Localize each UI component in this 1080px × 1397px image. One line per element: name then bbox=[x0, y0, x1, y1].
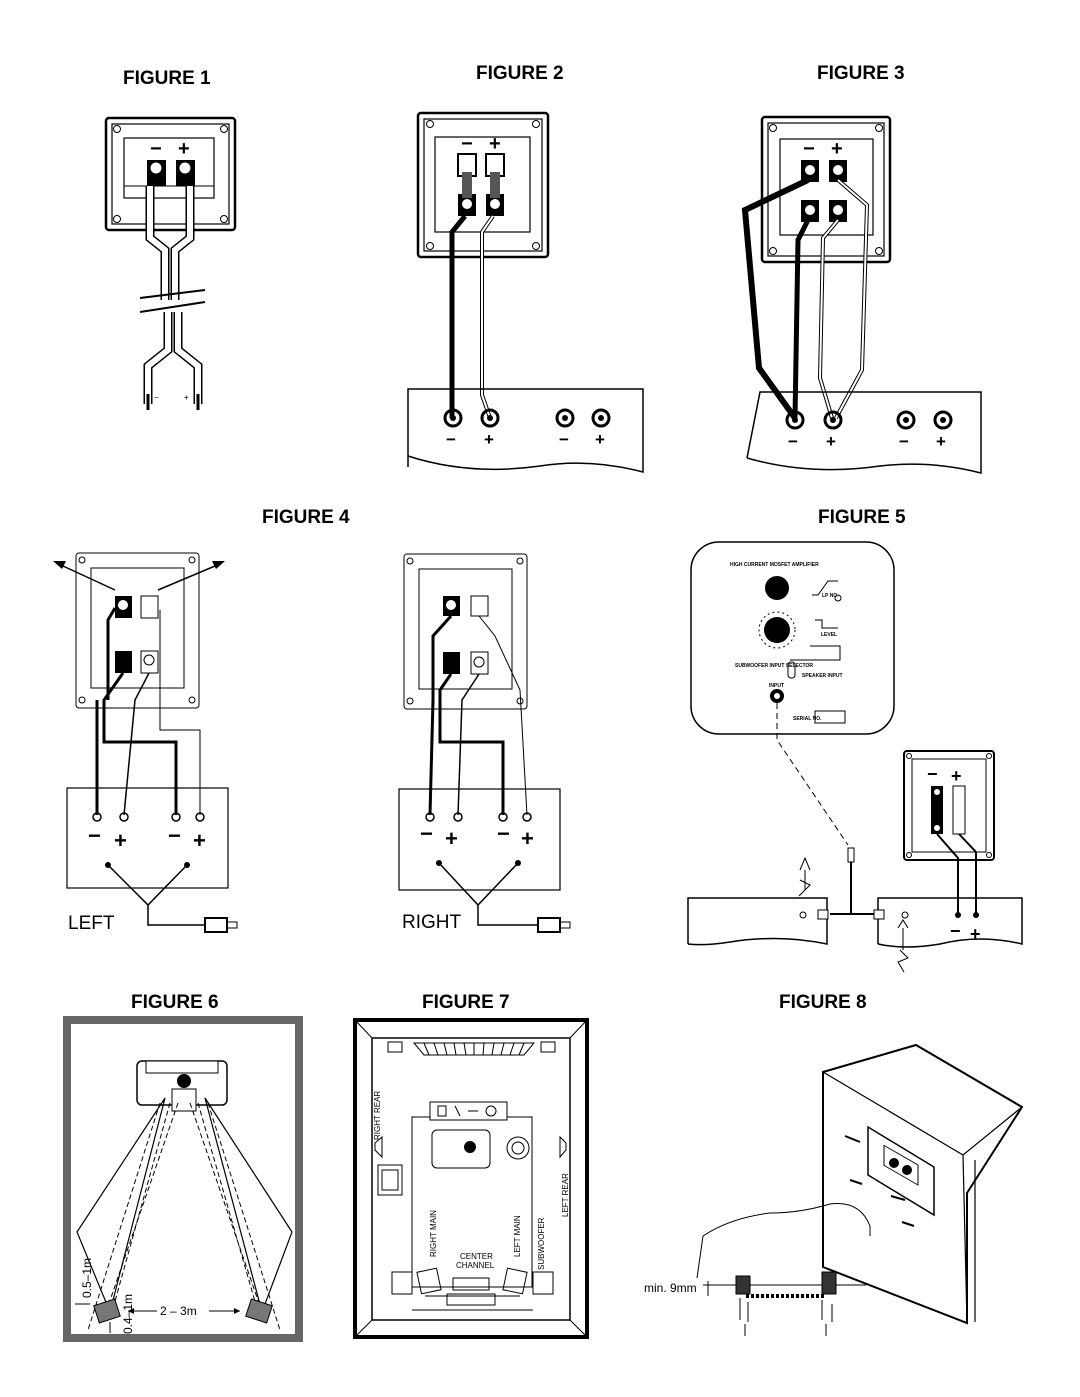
subwoofer-label: SUBWOOFER bbox=[537, 1217, 546, 1270]
negative-wire-lower bbox=[792, 218, 811, 419]
amplifier-rear-panel bbox=[746, 391, 982, 474]
input-label: INPUT bbox=[769, 683, 784, 689]
left-rear-label: LEFT REAR bbox=[561, 1173, 570, 1217]
terminal-plus-label: + bbox=[831, 138, 843, 160]
speaker-cable bbox=[139, 186, 206, 410]
terminal-plus-label: + bbox=[489, 133, 501, 155]
figure-3-title: FIGURE 3 bbox=[817, 63, 905, 84]
wire-plus-label: + bbox=[184, 393, 189, 402]
right-plus-2: + bbox=[521, 826, 534, 851]
terminal-minus-label: − bbox=[461, 133, 473, 155]
terminal-minus-label: − bbox=[927, 764, 938, 784]
speaker-input-label: SPEAKER INPUT bbox=[802, 673, 843, 679]
amp-plus-label: + bbox=[970, 924, 981, 944]
figure-8: FIGURE 8 min. 9mm bbox=[644, 992, 1024, 1336]
left-crossover-box bbox=[66, 787, 238, 933]
left-amplifier bbox=[687, 856, 829, 946]
figure-8-title: FIGURE 8 bbox=[779, 992, 867, 1013]
amp-plus-label-2: + bbox=[595, 430, 605, 449]
wall-mount-detail bbox=[696, 1202, 871, 1336]
figure-5: FIGURE 5 HIGH CURRENT MOSFET AMPLIFIER L… bbox=[687, 507, 1023, 973]
amplifier-panel-title: HIGH CURRENT MOSFET AMPLIFIER bbox=[730, 562, 819, 568]
terminal-minus-label: − bbox=[150, 138, 162, 160]
speaker-terminal-plate bbox=[104, 116, 237, 232]
left-label: LEFT bbox=[68, 913, 115, 934]
figure-6: FIGURE 6 2 – 3m 0.5–1m 0.4–1m bbox=[63, 992, 303, 1342]
amp-plus-label: + bbox=[484, 430, 494, 449]
figure-1-title: FIGURE 1 bbox=[123, 68, 211, 89]
amp-plus-label: + bbox=[826, 432, 836, 451]
negative-wire bbox=[449, 214, 467, 418]
side-wall-dimension: 0.5–1m bbox=[80, 1258, 94, 1298]
amp-minus-label-2: − bbox=[559, 430, 569, 449]
selector-label: SUBWOOFER INPUT SELECTOR bbox=[735, 663, 813, 669]
amplifier-rear-panel bbox=[407, 388, 644, 473]
right-label: RIGHT bbox=[402, 912, 462, 933]
listening-angles bbox=[76, 1097, 293, 1331]
figure-7: FIGURE 7 bbox=[353, 992, 589, 1339]
negative-wire-upper bbox=[741, 177, 810, 420]
amp-minus-label: − bbox=[950, 921, 961, 941]
figure-7-title: FIGURE 7 bbox=[422, 992, 510, 1013]
home-theater-room bbox=[353, 1018, 589, 1339]
left-speaker-terminal bbox=[53, 552, 225, 709]
left-minus-1: − bbox=[88, 823, 101, 848]
figure-2: FIGURE 2 − + − + − + bbox=[407, 63, 644, 473]
subwoofer-amplifier-panel bbox=[690, 541, 895, 735]
figure-4: FIGURE 4 − + − + LEFT bbox=[53, 507, 571, 934]
positive-wire bbox=[481, 215, 494, 419]
left-minus-2: − bbox=[168, 823, 181, 848]
room-plan bbox=[63, 1016, 303, 1342]
right-rear-label: RIGHT REAR bbox=[373, 1091, 382, 1140]
right-speaker bbox=[245, 1298, 273, 1324]
speaker-spacing-dimension: 2 – 3m bbox=[160, 1304, 197, 1318]
amp-minus-label-2: − bbox=[899, 432, 909, 451]
right-main-label: RIGHT MAIN bbox=[429, 1210, 438, 1257]
left-speaker bbox=[93, 1298, 121, 1324]
right-crossover-box bbox=[398, 788, 571, 933]
amp-minus-label: − bbox=[446, 430, 456, 449]
speaker-cabinet-rear bbox=[822, 1043, 1024, 1325]
amp-plus-label-2: + bbox=[936, 432, 946, 451]
right-plus-1: + bbox=[445, 826, 458, 851]
level-label: LEVEL bbox=[821, 632, 837, 638]
bi-wire-terminal-plate bbox=[760, 115, 892, 264]
left-plus-2: + bbox=[193, 828, 206, 853]
back-wall-dimension: 0.4–1m bbox=[121, 1294, 135, 1334]
wire-minus-label: − bbox=[154, 393, 159, 402]
positive-wires bbox=[818, 179, 869, 419]
figure-6-title: FIGURE 6 bbox=[131, 992, 219, 1013]
terminal-plus-label: + bbox=[178, 138, 190, 160]
left-plus-1: + bbox=[114, 828, 127, 853]
serial-label: SERIAL NO. bbox=[793, 716, 822, 722]
figure-4-title: FIGURE 4 bbox=[262, 507, 350, 528]
figure-2-title: FIGURE 2 bbox=[476, 63, 564, 84]
left-main-label: LEFT MAIN bbox=[513, 1215, 522, 1257]
lp-label: LP NO. bbox=[822, 593, 839, 599]
figure-1: FIGURE 1 − + bbox=[104, 68, 237, 410]
channel-label: CHANNEL bbox=[456, 1261, 495, 1270]
speaker-terminal-plate bbox=[903, 750, 995, 861]
terminal-plus-label: + bbox=[951, 766, 962, 786]
min-depth-label: min. 9mm bbox=[644, 1281, 697, 1295]
right-speaker-terminal bbox=[403, 553, 528, 710]
center-label: CENTER bbox=[460, 1252, 493, 1261]
figure-3: FIGURE 3 − + − + − + bbox=[741, 63, 982, 474]
right-minus-2: − bbox=[497, 821, 510, 846]
terminal-minus-label: − bbox=[803, 138, 815, 160]
right-amplifier bbox=[873, 897, 1023, 973]
right-minus-1: − bbox=[420, 821, 433, 846]
amp-minus-label: − bbox=[788, 432, 798, 451]
figure-5-title: FIGURE 5 bbox=[818, 507, 906, 528]
